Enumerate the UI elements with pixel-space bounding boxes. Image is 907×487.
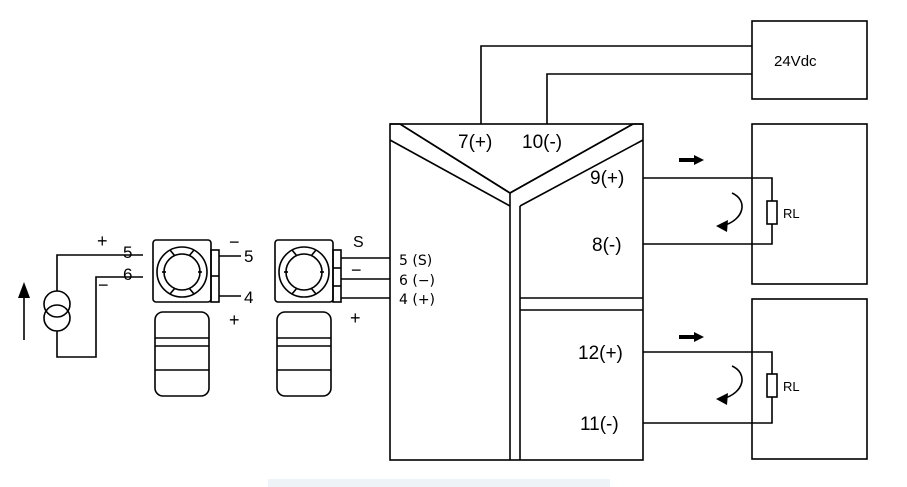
source-terminal-6: 6	[123, 265, 132, 284]
footer-bar	[268, 479, 610, 487]
load-resistor-1	[766, 200, 778, 225]
loop-arrow-head-1	[716, 220, 728, 232]
transmitter-1	[152, 239, 241, 397]
terminal-input-s: 5 (S)	[399, 253, 432, 269]
terminal-out1-minus: 8(-)	[592, 235, 622, 256]
power-supply-box	[751, 20, 868, 100]
tx2-s-label: S	[353, 234, 364, 251]
terminal-out2-plus: 12(+)	[578, 343, 623, 364]
flow-arrow-1	[679, 155, 704, 165]
terminal-out2-minus: 11(-)	[580, 414, 619, 435]
current-source-circle-a	[43, 290, 71, 318]
isolator-module	[389, 123, 644, 461]
wire-out1-minus	[643, 224, 773, 245]
terminal-input-minus: 6 (−)	[399, 273, 435, 289]
tx2-plus-sign: +	[350, 308, 361, 328]
wire-source-plus	[56, 254, 143, 291]
load-box-2	[751, 298, 868, 460]
wire-plus-supply	[480, 45, 752, 124]
loop-arrow-head-2	[716, 393, 728, 405]
wire-minus-supply	[546, 73, 752, 124]
terminal-minus-supply: 10(-)	[522, 132, 562, 153]
source-minus-sign: −	[98, 275, 109, 295]
source-terminal-5: 5	[123, 243, 132, 262]
tx2-minus-sign: −	[351, 260, 362, 280]
transmitter-2	[274, 239, 342, 397]
module-divider-inner-right	[519, 139, 644, 207]
load-label-1: RL	[783, 206, 800, 221]
wire-out2-plus	[643, 351, 773, 374]
wire-out2-minus	[643, 397, 773, 424]
wire-source-minus	[56, 276, 143, 358]
module-divider-inner-left	[389, 139, 511, 207]
tx1-terminal-5: 5	[244, 247, 253, 266]
current-source-circle-b	[43, 304, 71, 332]
power-supply-label: 24Vdc	[774, 53, 817, 70]
tx1-plus-sign: +	[229, 310, 240, 330]
current-loop-arrow-2	[721, 365, 743, 400]
terminal-out1-plus: 9(+)	[590, 168, 624, 189]
tx1-minus-sign: −	[229, 232, 240, 252]
source-plus-sign: +	[97, 231, 108, 251]
load-resistor-2	[766, 373, 778, 398]
current-loop-arrow-1	[721, 192, 743, 227]
wire-out1-plus	[643, 177, 773, 201]
terminal-plus-supply: 7(+)	[458, 132, 492, 153]
flow-arrow-2	[679, 332, 704, 342]
current-source-arrow-head	[18, 282, 30, 298]
load-label-2: RL	[783, 379, 800, 394]
load-box-1	[751, 123, 868, 285]
terminal-input-plus: 4 (+)	[399, 292, 435, 308]
tx1-terminal-4: 4	[244, 288, 253, 307]
